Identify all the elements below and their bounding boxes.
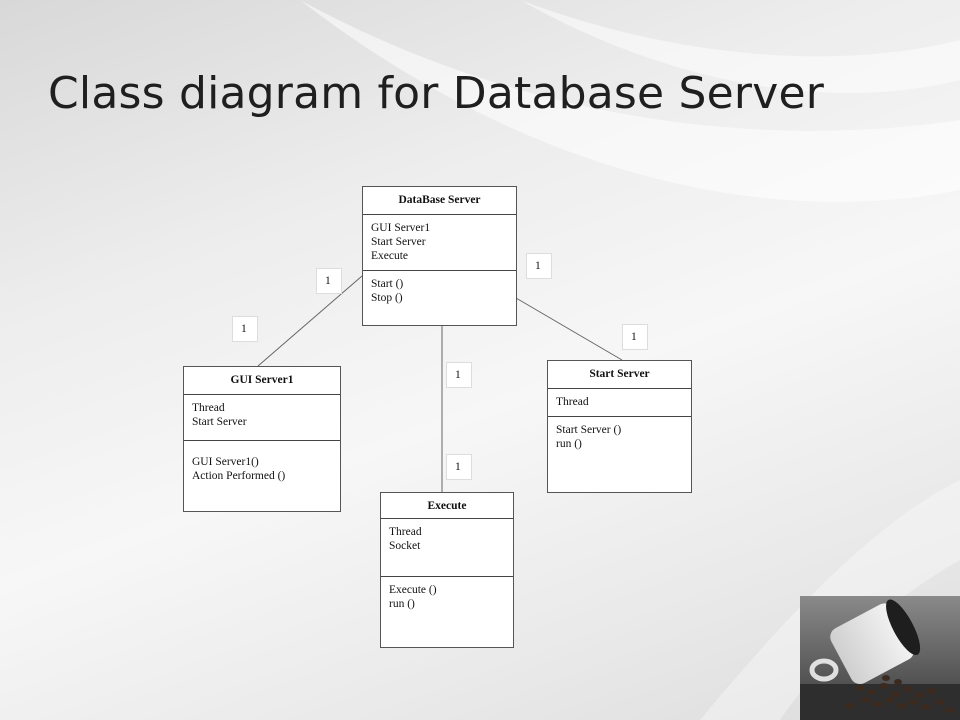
operation: Start () — [371, 278, 404, 290]
attribute: Thread — [389, 526, 422, 538]
class-name: Start Server — [548, 361, 691, 389]
class-operations: Start Server () run () — [548, 417, 691, 451]
coffee-cup-illustration — [800, 596, 960, 720]
class-operations: Execute () run () — [381, 577, 513, 611]
operation: Execute () — [389, 584, 437, 596]
class-database-server[interactable]: DataBase Server GUI Server1 Start Server… — [362, 186, 517, 326]
class-execute[interactable]: Execute Thread Socket Execute () run () — [380, 492, 514, 648]
operation: Start Server () — [556, 424, 622, 436]
multiplicity-label: 1 — [526, 253, 552, 279]
multiplicity-label: 1 — [446, 362, 472, 388]
class-attributes: Thread Socket — [381, 519, 513, 577]
class-operations: GUI Server1() Action Performed () — [184, 441, 340, 483]
attribute: GUI Server1 — [371, 222, 431, 234]
class-start-server[interactable]: Start Server Thread Start Server () run … — [547, 360, 692, 493]
operation: GUI Server1() — [192, 456, 259, 468]
class-attributes: Thread Start Server — [184, 395, 340, 441]
class-name: DataBase Server — [363, 187, 516, 215]
attribute: Socket — [389, 540, 421, 552]
operation: run () — [556, 438, 582, 450]
association-db-start — [515, 297, 623, 361]
class-attributes: GUI Server1 Start Server Execute — [363, 215, 516, 271]
operation: Action Performed () — [192, 470, 286, 482]
multiplicity-label: 1 — [316, 268, 342, 294]
attribute: Execute — [371, 250, 409, 262]
slide-title: Class diagram for Database Server — [48, 68, 824, 119]
multiplicity-label: 1 — [446, 454, 472, 480]
operation: Stop () — [371, 292, 403, 304]
association-db-gui — [257, 275, 363, 367]
class-name: GUI Server1 — [184, 367, 340, 395]
attribute: Start Server — [192, 416, 247, 428]
coffee-cup-image — [800, 596, 960, 720]
multiplicity-label: 1 — [622, 324, 648, 350]
class-gui-server[interactable]: GUI Server1 Thread Start Server GUI Serv… — [183, 366, 341, 512]
attribute: Start Server — [371, 236, 426, 248]
attribute: Thread — [556, 396, 589, 408]
attribute: Thread — [192, 402, 225, 414]
class-attributes: Thread — [548, 389, 691, 417]
class-name: Execute — [381, 493, 513, 519]
operation: run () — [389, 598, 415, 610]
multiplicity-label: 1 — [232, 316, 258, 342]
class-operations: Start () Stop () — [363, 271, 516, 305]
